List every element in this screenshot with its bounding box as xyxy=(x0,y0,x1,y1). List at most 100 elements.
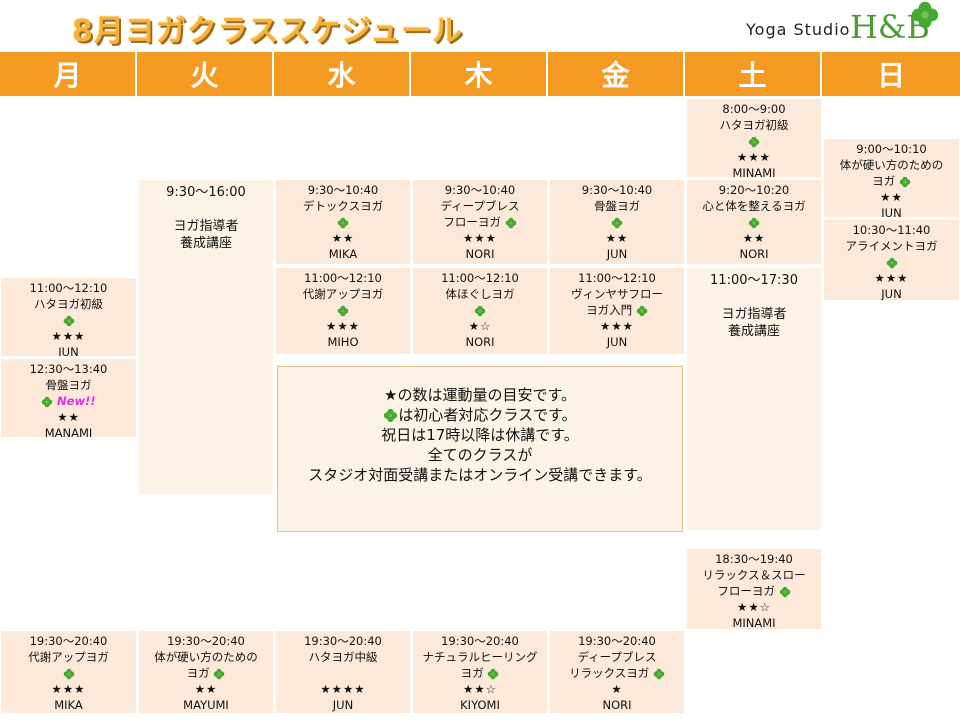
class-name: 体が硬い方のための xyxy=(154,650,258,664)
class-name-cont: ヨガ xyxy=(872,174,896,188)
class-slot-sat-1100-training[interactable]: 11:00～17:30 ヨガ指導者 養成講座 xyxy=(686,267,822,531)
class-time: 11:00～17:30 xyxy=(710,273,798,288)
intensity-stars: ★★☆ xyxy=(463,682,497,696)
class-slot-sun-1030[interactable]: 10:30～11:40 アライメントヨガ ★★★ JUN xyxy=(823,219,960,301)
class-slot-thu-1930[interactable]: 19:30～20:40 ナチュラルヒーリング ヨガ ★★☆ KIYOMI xyxy=(412,630,548,714)
class-time: 19:30～20:40 xyxy=(29,634,108,648)
class-name-cont: ヨガ xyxy=(186,666,210,680)
notice-line: 祝日は17時以降は休講です。 xyxy=(381,426,579,444)
teacher-name: MINAMI xyxy=(732,166,776,178)
clover-icon xyxy=(487,668,499,680)
teacher-name: NORI xyxy=(739,247,769,261)
class-name: 体が硬い方のための xyxy=(839,158,944,172)
class-slot-tue-0930-training[interactable]: 9:30～16:00 ヨガ指導者 養成講座 xyxy=(138,179,274,495)
class-name: 骨盤ヨガ xyxy=(594,199,640,213)
teacher-name: JUN xyxy=(881,287,902,301)
intensity-stars: ★★★ xyxy=(51,682,86,696)
clover-icon xyxy=(337,217,349,229)
notice-line: ★の数は運動量の目安です。 xyxy=(384,386,576,404)
notice-line: スタジオ対面受講またはオンライン受講できます。 xyxy=(308,466,652,484)
teacher-name: NORI xyxy=(465,247,495,261)
class-time: 18:30～19:40 xyxy=(715,552,793,566)
day-header-thu: 木 xyxy=(411,52,548,96)
class-name: ヨガ指導者 xyxy=(173,219,239,234)
day-header-wed: 水 xyxy=(274,52,411,96)
class-name-cont: リラックスヨガ xyxy=(569,666,650,680)
intensity-stars: ★★ xyxy=(742,231,766,245)
class-slot-sat-0920[interactable]: 9:20～10:20 心と体を整えるヨガ ★★ NORI xyxy=(686,179,822,265)
teacher-name: JUN xyxy=(881,206,902,218)
class-time: 8:00～9:00 xyxy=(722,102,786,116)
intensity-stars: ★★★ xyxy=(600,319,634,333)
class-slot-wed-1100[interactable]: 11:00～12:10 代謝アップヨガ ★★★ MIHO xyxy=(275,267,411,355)
class-slot-fri-1930[interactable]: 19:30～20:40 ディープブレス リラックスヨガ ★ NORI xyxy=(549,630,685,714)
class-name: ハタヨガ初級 xyxy=(34,297,103,311)
clover-icon xyxy=(41,396,53,408)
class-name-cont: 養成講座 xyxy=(727,324,780,339)
class-slot-sat-0800[interactable]: 8:00～9:00 ハタヨガ初級 ★★★ MINAMI xyxy=(686,98,822,178)
class-name: ディープブレス xyxy=(577,650,657,664)
class-slot-tue-1930[interactable]: 19:30～20:40 体が硬い方のための ヨガ ★★ MAYUMI xyxy=(138,630,274,714)
intensity-stars: ★★★★ xyxy=(320,682,366,696)
class-time: 19:30～20:40 xyxy=(578,634,656,648)
class-time: 9:30～10:40 xyxy=(581,183,653,197)
info-notice: ★の数は運動量の目安です。 は初心者対応クラスです。 祝日は17時以降は休講です… xyxy=(277,366,683,532)
class-slot-fri-1100[interactable]: 11:00～12:10 ヴィンヤサフロー ヨガ入門 ★★★ JUN xyxy=(549,267,685,355)
intensity-stars: ★★★ xyxy=(874,271,909,285)
clover-icon xyxy=(63,668,75,680)
page-title: 8月ヨガクラススケジュール xyxy=(72,14,464,49)
clover-icon xyxy=(899,176,911,188)
class-slot-wed-1930[interactable]: 19:30～20:40 ハタヨガ中級 ★★★★ JUN xyxy=(275,630,411,714)
class-time: 9:30～10:40 xyxy=(307,183,379,197)
class-name-cont: ヨガ入門 xyxy=(586,303,633,317)
class-slot-thu-1100[interactable]: 11:00～12:10 体ほぐしヨガ ★☆ NORI xyxy=(412,267,548,355)
class-name: ハタヨガ中級 xyxy=(308,650,378,664)
intensity-stars: ★★ xyxy=(331,231,355,245)
day-header-fri: 金 xyxy=(548,52,685,96)
intensity-stars: ★★ xyxy=(605,231,629,245)
clover-icon xyxy=(886,257,898,269)
class-name: アライメントヨガ xyxy=(845,239,938,253)
teacher-name: KIYOMI xyxy=(460,698,500,712)
clover-icon xyxy=(505,217,517,229)
class-time: 19:30～20:40 xyxy=(304,634,382,648)
class-time: 9:00～10:10 xyxy=(856,142,927,156)
class-slot-fri-0930[interactable]: 9:30～10:40 骨盤ヨガ ★★ JUN xyxy=(549,179,685,265)
intensity-stars: ★★☆ xyxy=(737,600,771,614)
class-name: 体ほぐしヨガ xyxy=(445,287,515,301)
day-header-tue: 火 xyxy=(137,52,274,96)
clover-icon xyxy=(636,305,648,317)
clover-icon xyxy=(474,305,486,317)
class-name-cont: ヨガ xyxy=(460,666,484,680)
teacher-name: JUN xyxy=(606,247,628,261)
class-name: ヨガ指導者 xyxy=(721,307,787,322)
class-slot-wed-0930[interactable]: 9:30～10:40 デトックスヨガ ★★ MIKA xyxy=(275,179,411,265)
teacher-name: JUN xyxy=(606,335,628,349)
notice-line: は初心者対応クラスです。 xyxy=(398,406,577,424)
class-slot-sat-1830[interactable]: 18:30～19:40 リラックス＆スロー フローヨガ ★★☆ MINAMI xyxy=(686,548,822,630)
clover-icon xyxy=(779,586,791,598)
class-slot-mon-1930[interactable]: 19:30～20:40 代謝アップヨガ ★★★ MIKA xyxy=(0,630,137,714)
intensity-stars: ★ xyxy=(611,682,623,696)
clover-icon xyxy=(337,305,349,317)
class-slot-sun-0900[interactable]: 9:00～10:10 体が硬い方のための ヨガ ★★ JUN xyxy=(823,138,960,218)
intensity-stars: ★★★ xyxy=(737,150,771,164)
clover-icon xyxy=(748,136,760,148)
class-name: ヴィンヤサフロー xyxy=(571,287,663,301)
day-header-mon: 月 xyxy=(0,52,137,96)
class-name: ディープブレス xyxy=(440,199,520,213)
intensity-stars: ★★ xyxy=(57,410,80,424)
teacher-name: MIKA xyxy=(328,247,358,261)
clover-icon xyxy=(611,217,623,229)
intensity-stars: ★☆ xyxy=(468,319,492,333)
class-slot-thu-0930[interactable]: 9:30～10:40 ディープブレス フローヨガ ★★★ NORI xyxy=(412,179,548,265)
class-name: デトックスヨガ xyxy=(302,199,384,213)
teacher-name: NORI xyxy=(602,698,632,712)
new-badge: New!! xyxy=(57,394,96,408)
intensity-stars: ★★ xyxy=(194,682,218,696)
class-slot-mon-1100[interactable]: 11:00～12:10 ハタヨガ初級 ★★★ JUN xyxy=(0,277,137,357)
notice-line: 全てのクラスが xyxy=(427,446,533,464)
clover-icon xyxy=(63,315,75,327)
class-slot-mon-1230[interactable]: 12:30～13:40 骨盤ヨガ New!! ★★ MANAMI xyxy=(0,358,137,438)
class-time: 12:30～13:40 xyxy=(29,362,108,376)
